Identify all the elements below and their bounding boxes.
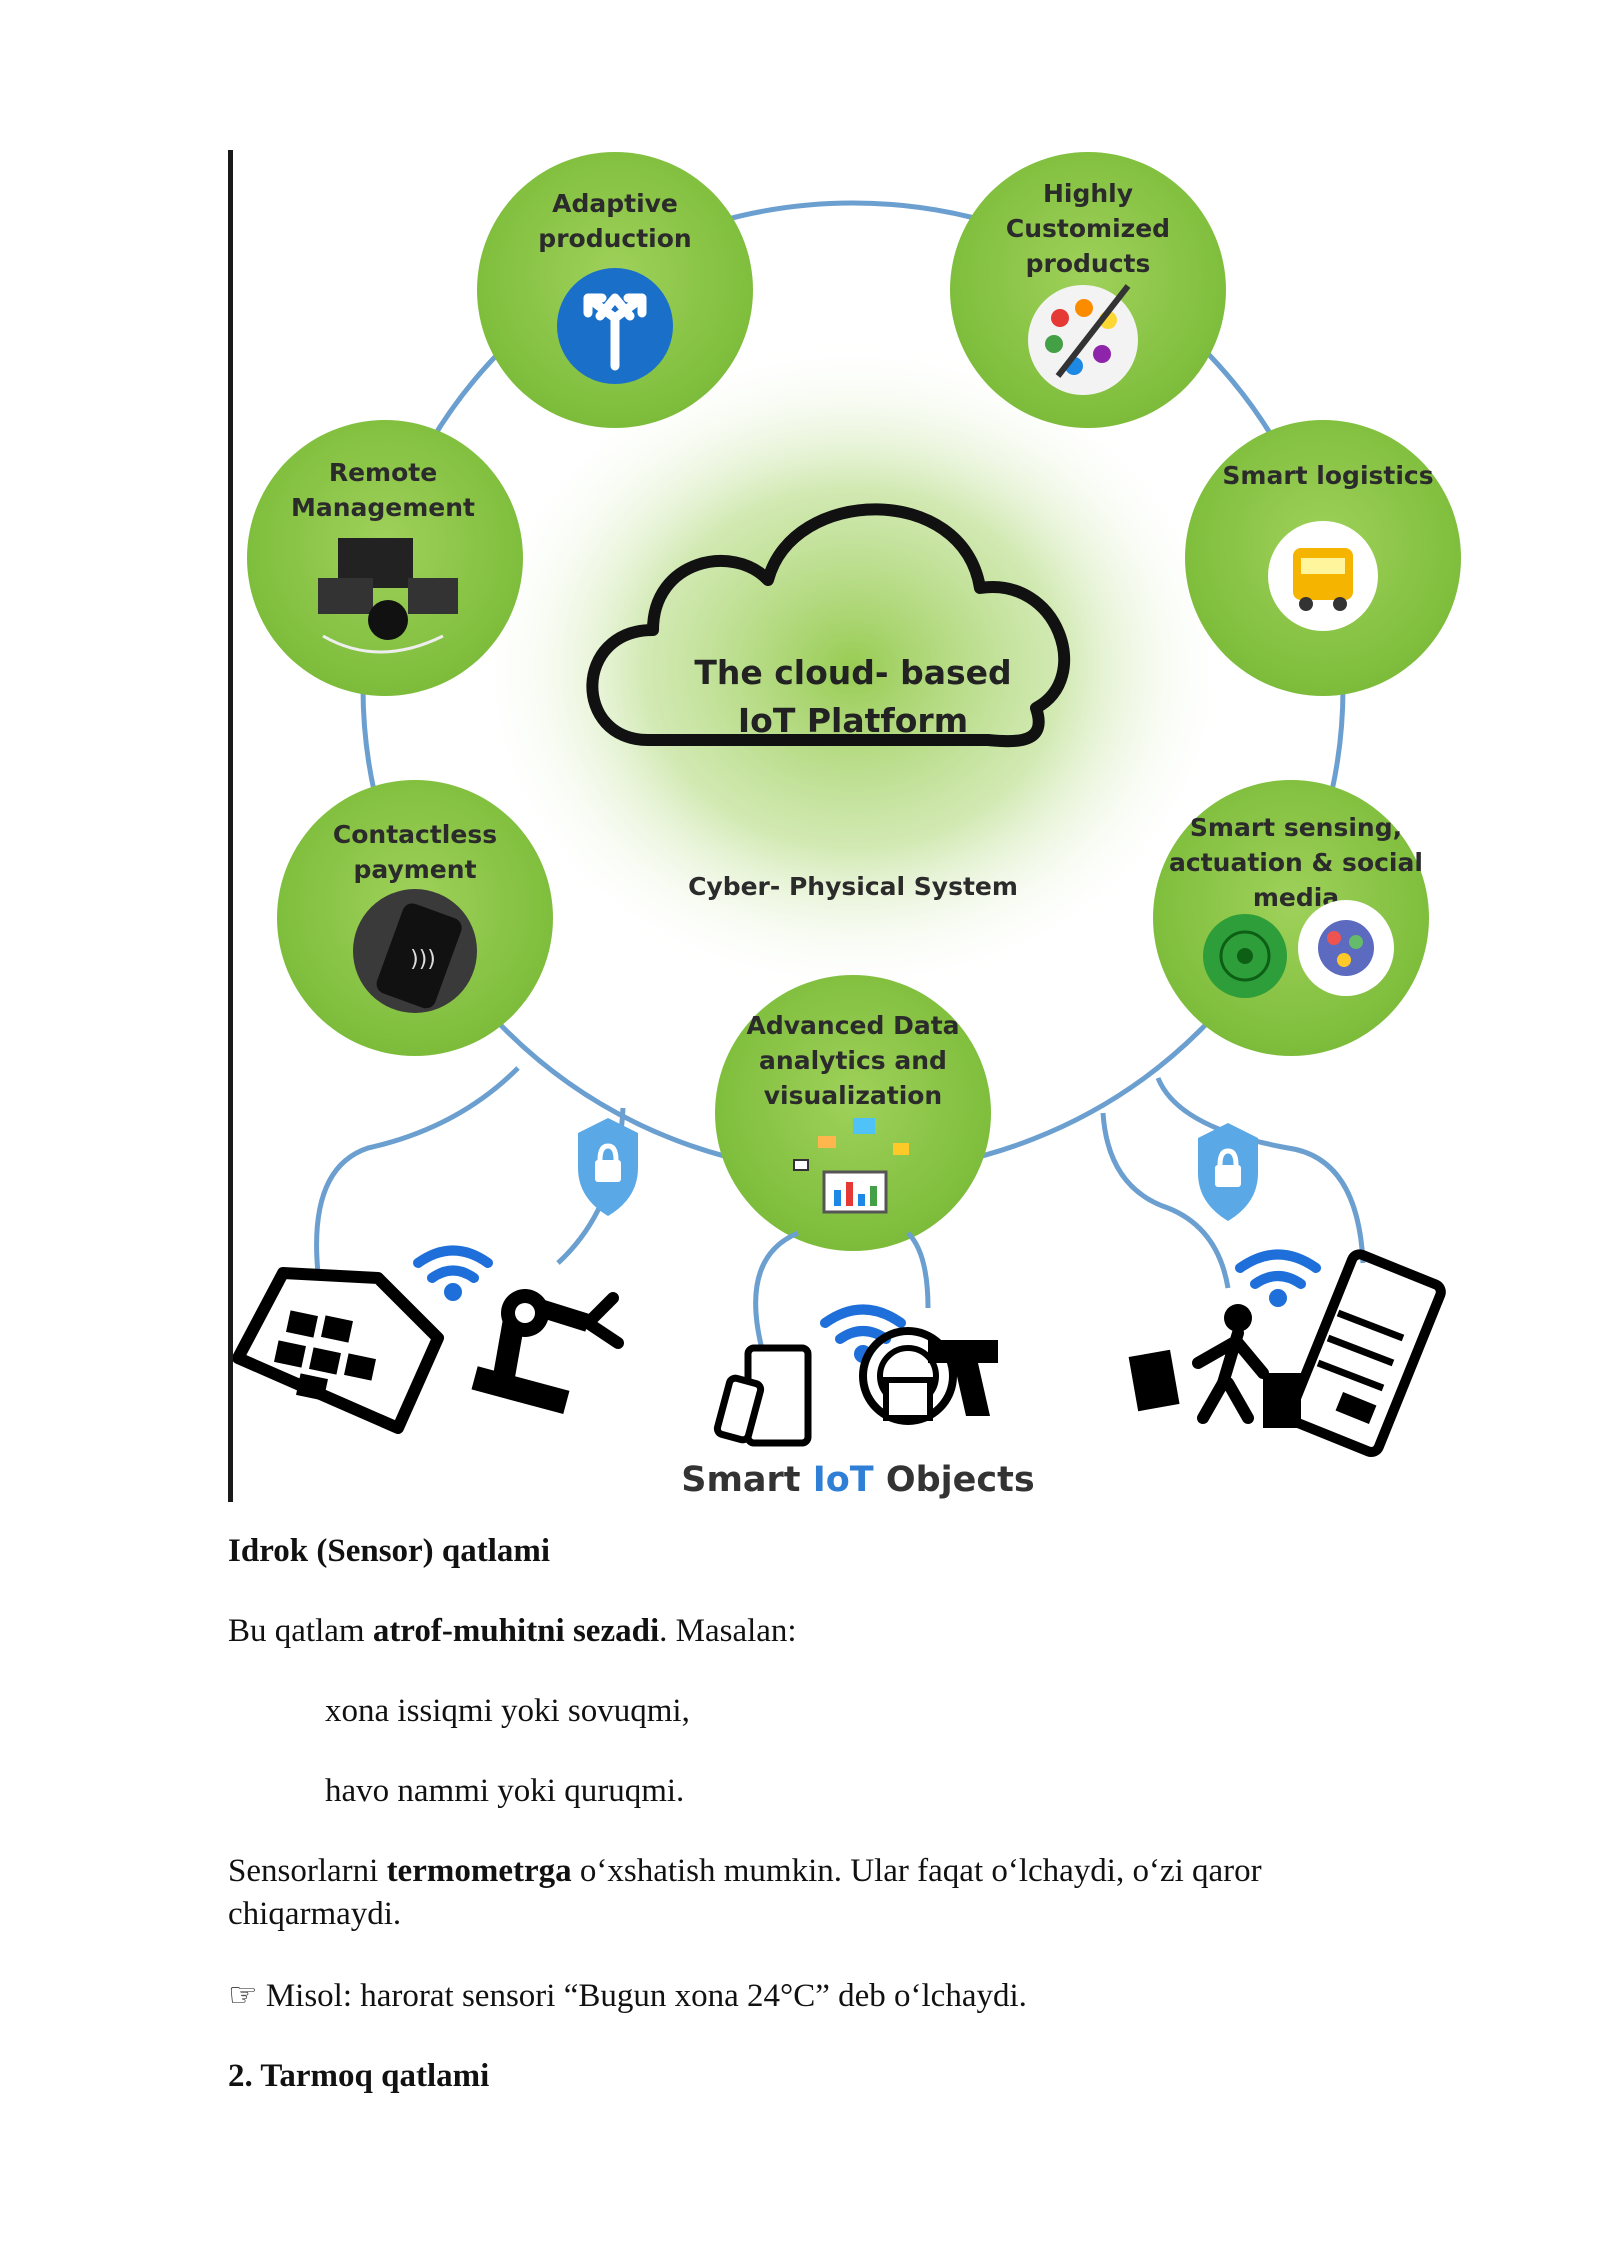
computer-monitors-icon bbox=[318, 538, 458, 654]
node-adaptive-production: Adaptive production bbox=[477, 152, 753, 428]
node-contactless-payment: Contactless payment ))) bbox=[277, 780, 553, 1056]
node-data-analytics: Advanced Data analytics and visualizatio… bbox=[715, 975, 991, 1251]
cyber-physical-label: Cyber- Physical System bbox=[688, 872, 1018, 901]
iot-diagram: The cloud- based IoT Platform Cyber- Phy… bbox=[232, 152, 1461, 1500]
tablet-phone-icon bbox=[713, 1344, 812, 1447]
right-shield-icon bbox=[1198, 1123, 1258, 1221]
sensor-network-icon bbox=[1203, 914, 1287, 998]
iot-figure: The cloud- based IoT Platform Cyber- Phy… bbox=[228, 148, 1468, 1503]
example-line: ☞ Misol: harorat sensori “Bugun xona 24°… bbox=[228, 1978, 1027, 2014]
svg-text:))): ))) bbox=[410, 947, 436, 972]
node-smart-logistics: Smart logistics bbox=[1185, 420, 1461, 696]
svg-text:visualization: visualization bbox=[764, 1081, 942, 1110]
svg-text:payment: payment bbox=[353, 855, 476, 884]
node-customized-products: Highly Customized products bbox=[950, 152, 1226, 428]
svg-text:Contactless: Contactless bbox=[333, 820, 497, 849]
left-shield-icon bbox=[578, 1118, 638, 1216]
smart-iot-objects-label: Smart IoT Objects bbox=[681, 1460, 1034, 1500]
svg-text:Management: Management bbox=[291, 493, 475, 522]
list-item: havo nammi yoki quruqmi. bbox=[325, 1773, 685, 1809]
wifi-icon-left bbox=[413, 1245, 493, 1301]
cloud-title-line1: The cloud- based bbox=[694, 653, 1011, 692]
phone-payment-icon: ))) bbox=[353, 889, 477, 1013]
section-heading-sensor: Idrok (Sensor) qatlami bbox=[228, 1533, 551, 1569]
figure-left-border bbox=[228, 150, 233, 1502]
svg-text:Adaptive: Adaptive bbox=[552, 189, 678, 218]
scanner-icon bbox=[859, 1327, 998, 1425]
svg-text:actuation & social: actuation & social bbox=[1169, 848, 1423, 877]
delivery-truck-icon bbox=[1268, 521, 1378, 631]
svg-text:Customized: Customized bbox=[1006, 214, 1170, 243]
svg-text:production: production bbox=[538, 224, 691, 253]
svg-text:Smart sensing,: Smart sensing, bbox=[1190, 813, 1402, 842]
social-media-icon bbox=[1298, 900, 1394, 996]
wifi-icon-right bbox=[1235, 1249, 1321, 1307]
palette-icon bbox=[1028, 284, 1138, 395]
bold-phrase: atrof-muhitni sezadi bbox=[372, 1613, 660, 1649]
section-heading-network: 2. Tarmoq qatlami bbox=[228, 2058, 490, 2094]
node-smart-sensing: Smart sensing, actuation & social media bbox=[1153, 780, 1429, 1056]
analytics-board-icon bbox=[793, 1118, 909, 1214]
paragraph-intro: Bu qatlam atrof-muhitni sezadi. Masalan: bbox=[228, 1613, 797, 1649]
svg-text:Smart logistics: Smart logistics bbox=[1222, 461, 1433, 490]
cloud-icon bbox=[586, 503, 1070, 748]
node-remote-management: Remote Management bbox=[247, 420, 523, 696]
bold-phrase: termometrga bbox=[386, 1853, 572, 1889]
svg-text:Advanced Data: Advanced Data bbox=[746, 1011, 959, 1040]
svg-text:products: products bbox=[1026, 249, 1151, 278]
vending-machine-icon bbox=[1285, 1249, 1446, 1458]
list-item: xona issiqmi yoki sovuqmi, bbox=[325, 1693, 690, 1729]
split-arrows-icon bbox=[557, 268, 673, 384]
shopper-icon bbox=[1128, 1304, 1301, 1428]
paragraph-sensors: Sensorlarni termometrga o‘xshatish mumki… bbox=[228, 1853, 1262, 1932]
robot-arm-icon bbox=[471, 1289, 624, 1415]
svg-text:Highly: Highly bbox=[1043, 179, 1133, 208]
cloud-title-line2: IoT Platform bbox=[738, 701, 968, 740]
svg-text:Remote: Remote bbox=[329, 458, 437, 487]
svg-text:analytics and: analytics and bbox=[759, 1046, 947, 1075]
smart-warehouse-icon bbox=[232, 1267, 444, 1434]
center-glow bbox=[473, 338, 1233, 998]
